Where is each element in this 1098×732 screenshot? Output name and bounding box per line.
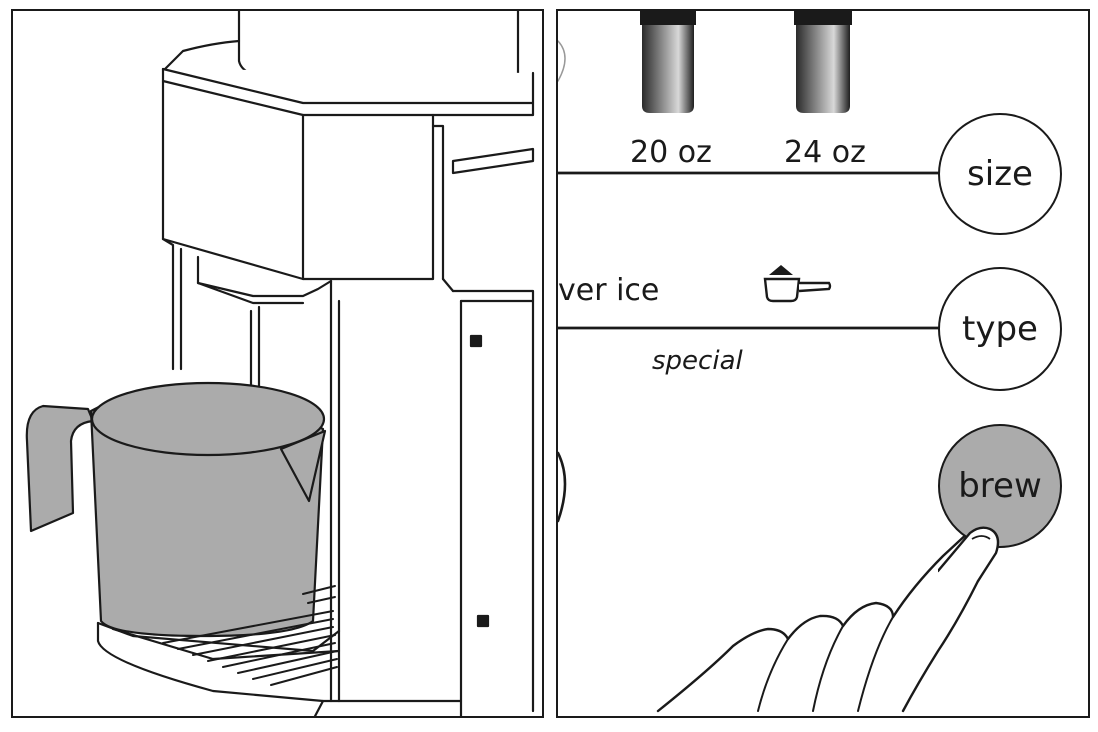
travel-cup-24oz-icon — [794, 11, 852, 113]
coffee-maker-illustration — [25, 11, 535, 716]
travel-cup-20oz-icon — [640, 11, 696, 113]
size-button[interactable]: size — [938, 113, 1062, 235]
size-option-20oz: 20 oz — [630, 135, 712, 170]
control-panel: 20 oz 24 oz ver ice special size type br… — [556, 9, 1090, 718]
size-option-24oz: 24 oz — [784, 135, 866, 170]
fingertip — [938, 526, 1000, 583]
control-panel-graphics — [558, 40, 1000, 713]
brew-button[interactable]: brew — [938, 424, 1062, 548]
brew-type-over-ice: ver ice — [558, 273, 660, 308]
type-button[interactable]: type — [938, 267, 1062, 391]
coffee-scoop-icon — [763, 265, 832, 303]
brew-type-special: special — [652, 346, 743, 376]
coffee-maker-panel — [11, 9, 544, 718]
